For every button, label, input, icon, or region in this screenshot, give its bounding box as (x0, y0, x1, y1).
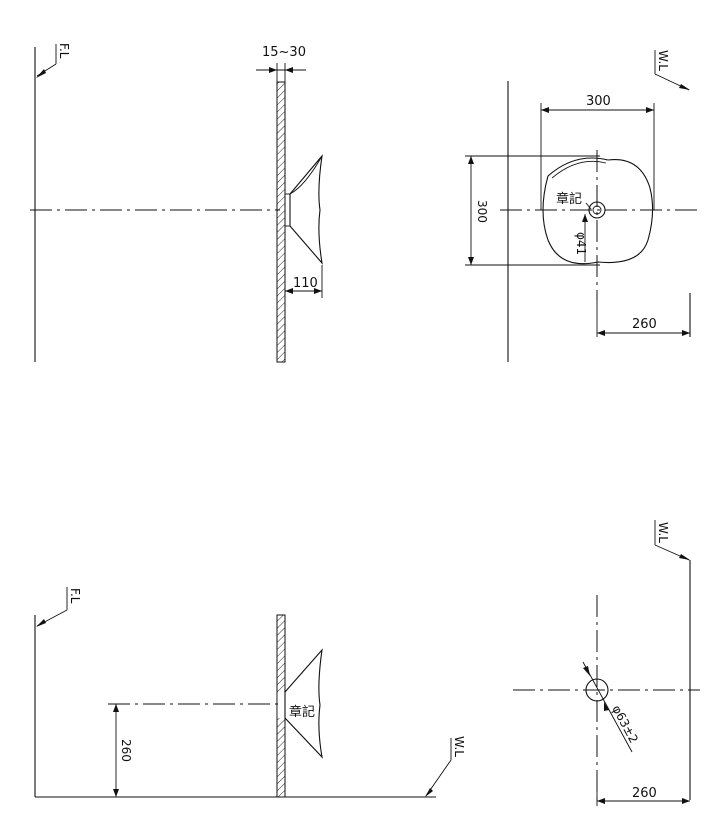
height-dimension: 260 (113, 704, 133, 797)
floor-level-marker: F.L (36, 43, 71, 78)
wall-hole-circle (585, 678, 609, 702)
mark-annotation: 章記 (556, 191, 592, 210)
width-dimension: 300 (540, 94, 655, 210)
mark-label: 章記 (556, 191, 582, 207)
projection-dimension: 110 (285, 265, 323, 298)
drain-diameter-label: φ41 (574, 232, 588, 255)
offset-label: 260 (632, 317, 657, 332)
wall-level-marker: W.L (425, 736, 466, 797)
offset-dimension: 260 (596, 780, 690, 806)
height-label: 260 (119, 739, 133, 762)
floor-level-label: F.L (57, 43, 71, 59)
hole-diameter-annotation: φ63±2 (582, 661, 641, 753)
plan-view-top: W.L 300 300 章記 (465, 50, 697, 362)
wall-thickness-dimension: 15~30 (256, 45, 306, 82)
floor-level-label: F.L (68, 588, 82, 604)
hole-view-bottom: W.L φ63±2 260 (513, 520, 700, 806)
wall-level-label: W.L (656, 522, 670, 543)
side-view-bottom: F.L W.L 章記 260 (34, 587, 466, 798)
depth-dimension: 300 (465, 155, 600, 266)
basin-side-profile (284, 648, 323, 759)
offset-dimension: 260 (596, 300, 690, 337)
side-view-top: F.L 15~30 110 (30, 43, 323, 363)
depth-label: 300 (475, 200, 489, 223)
projection-label: 110 (293, 276, 318, 291)
drain-inner-circle (592, 205, 602, 215)
wall-level-label: W.L (656, 50, 670, 71)
basin-plan-outline (542, 157, 654, 265)
wall-level-marker: W.L (654, 50, 690, 91)
wall-level-marker: W.L (654, 520, 690, 561)
floor-level-marker: F.L (36, 587, 82, 627)
offset-label: 260 (632, 786, 657, 801)
wall-thickness-label: 15~30 (262, 45, 306, 60)
drain-circle (588, 201, 606, 219)
wall-level-label: W.L (452, 736, 466, 757)
drain-diameter-annotation: φ41 (574, 214, 588, 262)
width-label: 300 (586, 94, 611, 109)
basin-side-profile (284, 154, 323, 265)
wall-section (276, 81, 286, 363)
mark-label: 章記 (289, 704, 315, 720)
